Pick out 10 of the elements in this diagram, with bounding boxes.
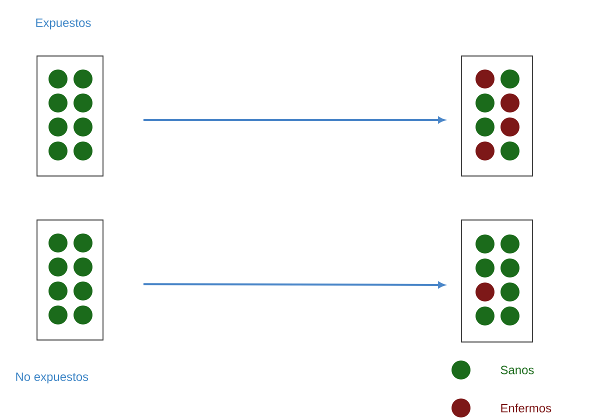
arrow [143,282,445,288]
group-label: No expuestos [16,372,88,384]
arrow [143,116,445,124]
sample-box [461,56,533,176]
legend-label: Sanos [500,366,534,374]
group-label: Expuestos [36,18,91,30]
sample-box [36,56,104,176]
sample-box [36,220,104,340]
sample-box [461,220,533,342]
legend-label: Enfermos [501,404,552,412]
